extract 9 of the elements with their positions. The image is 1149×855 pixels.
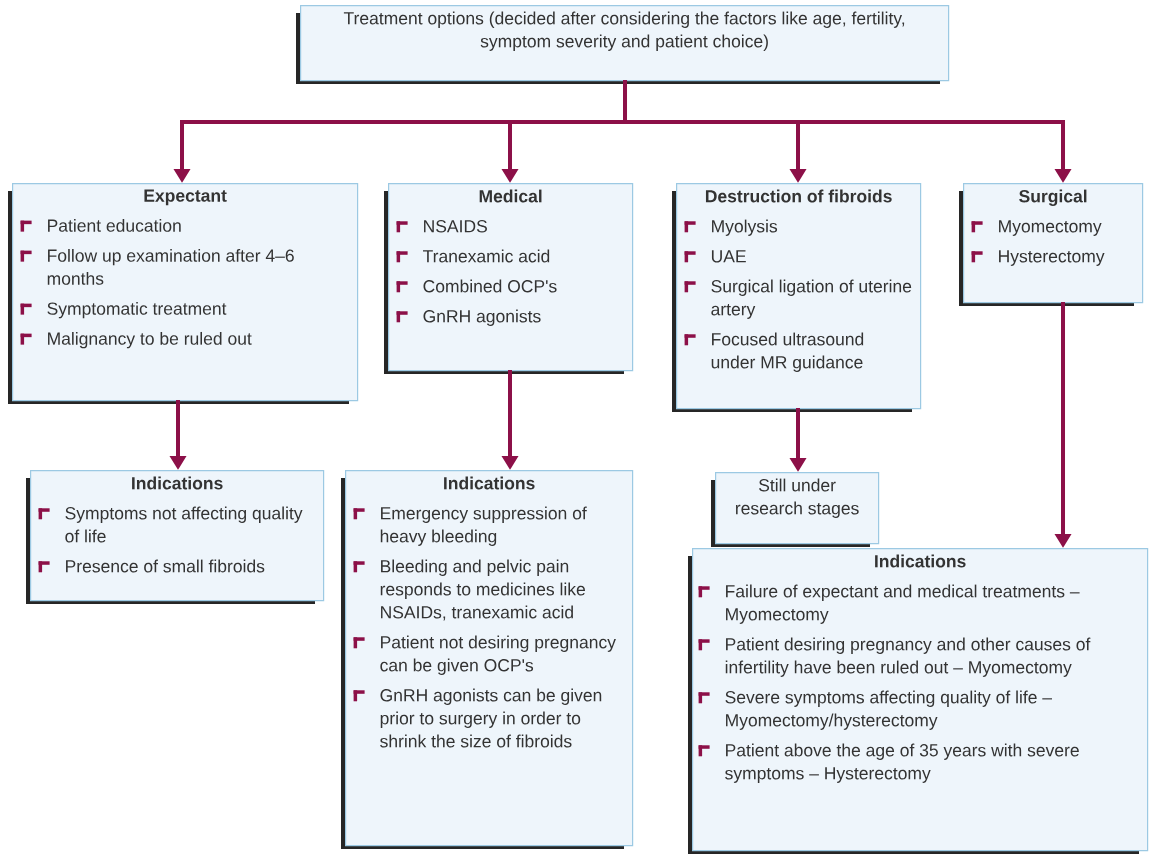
option-box: Medical NSAIDS Tranexamic acid Combined OCP's GnRH agonists xyxy=(384,183,634,374)
title-box: Treatment options (decided after considering the factors like age, fertility, symptom severity and patient choice) xyxy=(296,5,950,84)
option-box: Surgical Myomectomy Hysterectomy xyxy=(959,183,1144,306)
indications-box: Indications Symptoms not affecting quality of life Presence of small fibroids xyxy=(26,470,325,604)
option-box: Destruction of fibroids Myolysis UAE Surgical ligation of uterine artery Focused ultrasound under MR guidance xyxy=(672,183,922,412)
option-box: Expectant Patient education Follow up examination after 4–6 months Symptomatic treatment Malignancy to be ruled out xyxy=(8,183,359,404)
indications-box: Indications Failure of expectant and medical treatments – Myomectomy Patient desiring pregnancy and other causes of infertility have been ruled out – Myomectomy Severe symptoms affecting quality of life – Myomectomy/hysterectomy Patient above the age of 35 years with severe symptoms – Hysterectomy xyxy=(688,548,1149,854)
note-box: Still under research stages xyxy=(711,472,880,547)
indications-box: Indications Emergency suppression of heavy bleeding Bleeding and pelvic pain responds to medicines like NSAIDs, tranexamic acid Patient not desiring pregnancy can be given OCP's GnRH agonists can be given prior to surgery in order to shrink the size of fibroids xyxy=(341,470,634,849)
